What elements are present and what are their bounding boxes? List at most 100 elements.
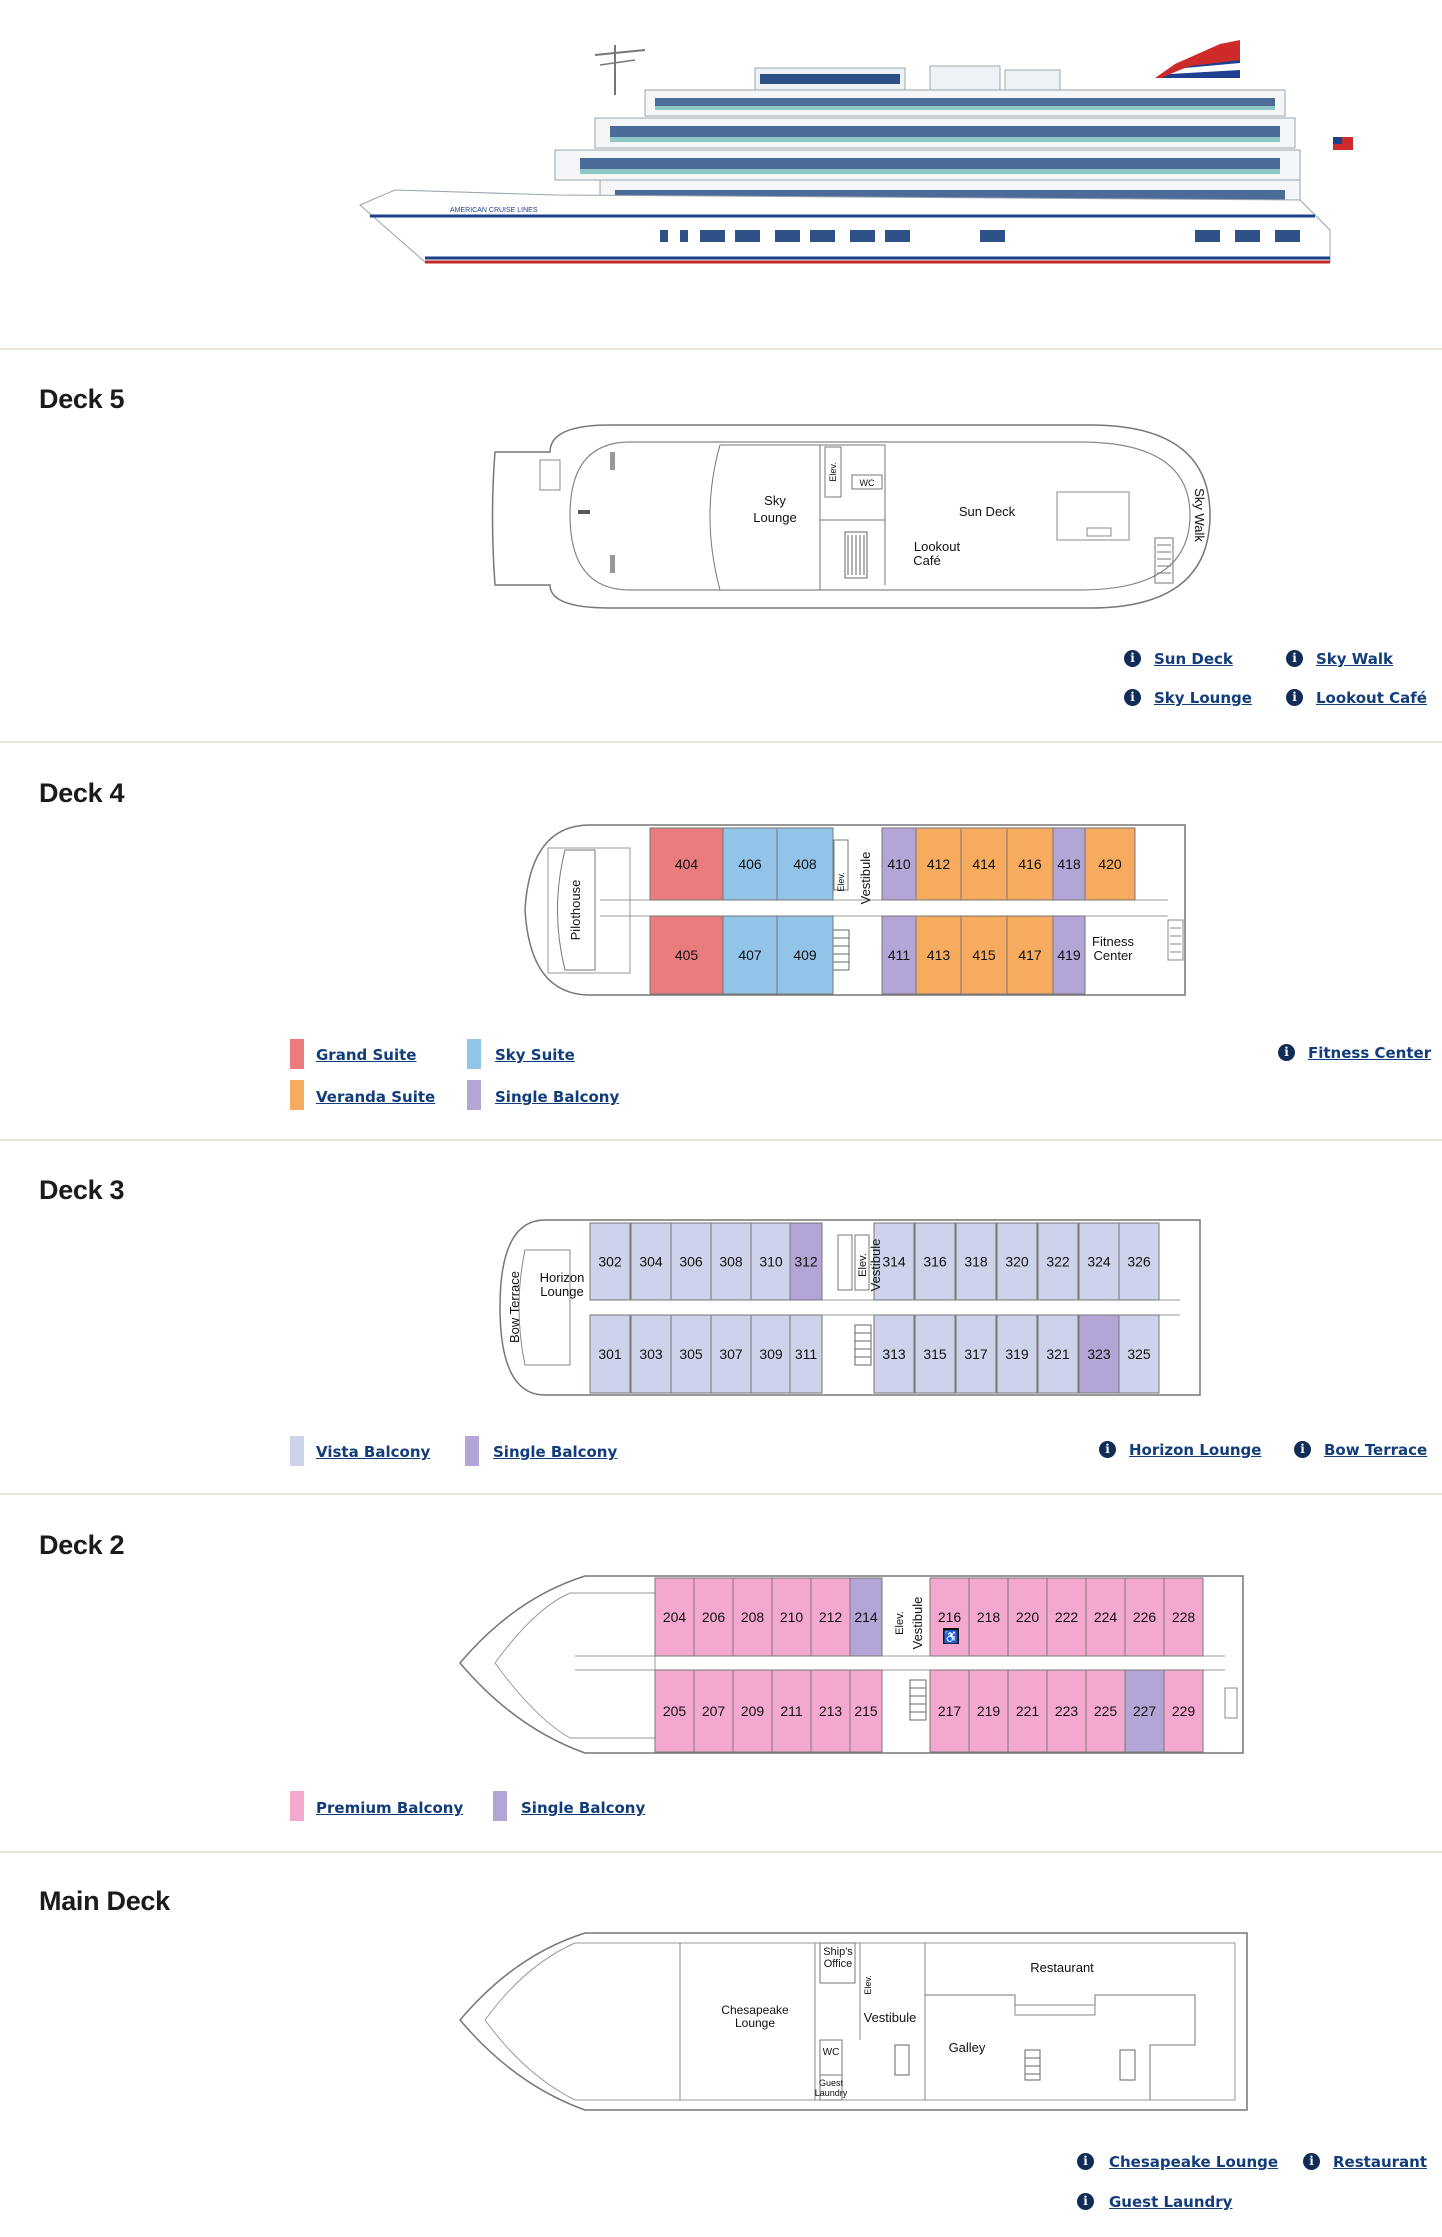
- legend-grand-suite[interactable]: Grand Suite: [316, 1046, 417, 1064]
- cabin-307-block: [710, 1314, 752, 1394]
- info-icon: i: [1077, 2153, 1094, 2170]
- info-icon: i: [1124, 689, 1141, 706]
- cabin-213-number: 213: [819, 1703, 843, 1719]
- cabin-219-number: 219: [977, 1703, 1001, 1719]
- legend-veranda-suite[interactable]: Veranda Suite: [316, 1088, 436, 1106]
- cabin-308-number: 308: [719, 1254, 743, 1270]
- link-chesapeake-lounge[interactable]: Chesapeake Lounge: [1109, 2153, 1279, 2171]
- cabin-321-number: 321: [1046, 1346, 1070, 1362]
- cabin-228-number: 228: [1172, 1609, 1196, 1625]
- sky-walk-label: Sky Walk: [1192, 488, 1207, 542]
- cabin-225-number: 225: [1094, 1703, 1118, 1719]
- cabin-311-number: 311: [795, 1346, 818, 1362]
- link-restaurant[interactable]: Restaurant: [1333, 2153, 1427, 2171]
- cabin-404-block: [649, 827, 724, 901]
- hull-name: AMERICAN CRUISE LINES: [450, 207, 538, 214]
- legend-vista-balcony[interactable]: Vista Balcony: [316, 1443, 431, 1461]
- cabin-322-number: 322: [1046, 1254, 1070, 1270]
- info-icon: i: [1077, 2193, 1094, 2210]
- deck5-elev-label: Elev.: [828, 462, 838, 481]
- cabin-322-block: [1037, 1222, 1079, 1301]
- divider: [0, 1493, 1442, 1495]
- info-icon: i: [1286, 650, 1303, 667]
- cabin-207-number: 207: [702, 1703, 726, 1719]
- legend-single-balcony[interactable]: Single Balcony: [495, 1088, 620, 1106]
- cabin-414-number: 414: [972, 856, 996, 872]
- legend-sky-suite[interactable]: Sky Suite: [495, 1046, 575, 1064]
- cabin-215-number: 215: [854, 1703, 878, 1719]
- deck4-elev-label: Elev.: [836, 872, 846, 891]
- cabin-224-number: 224: [1094, 1609, 1118, 1625]
- link-guest-laundry[interactable]: Guest Laundry: [1109, 2193, 1233, 2211]
- cabin-326-number: 326: [1127, 1254, 1151, 1270]
- cabin-303-number: 303: [639, 1346, 663, 1362]
- legend-single-balcony[interactable]: Single Balcony: [493, 1443, 618, 1461]
- accessible-icon: ♿: [944, 1630, 959, 1644]
- cabin-416-block: [1006, 827, 1054, 901]
- cabin-220-block: [1007, 1577, 1048, 1657]
- deck-3-title: Deck 3: [39, 1175, 125, 1205]
- ships-office-label-1: Ship's: [823, 1946, 853, 1958]
- cabin-319-block: [996, 1314, 1038, 1394]
- link-sun-deck[interactable]: Sun Deck: [1154, 650, 1233, 668]
- cabin-412-number: 412: [927, 856, 951, 872]
- cabin-318-number: 318: [964, 1254, 988, 1270]
- cabin-304-number: 304: [639, 1254, 663, 1270]
- cabin-420-block: [1084, 827, 1136, 901]
- link-fitness-center[interactable]: Fitness Center: [1308, 1044, 1432, 1062]
- link-sky-walk[interactable]: Sky Walk: [1316, 650, 1394, 668]
- link-lookout-cafe[interactable]: Lookout Café: [1316, 689, 1427, 707]
- legend-swatch-premium-balcony: [290, 1791, 304, 1821]
- cabin-312-block: [789, 1222, 823, 1301]
- cabin-305-number: 305: [679, 1346, 703, 1362]
- cabin-228-block: [1163, 1577, 1204, 1657]
- cabin-411-number: 411: [888, 947, 911, 963]
- sun-deck-label: Sun Deck: [959, 504, 1016, 519]
- fitness-label-2: Center: [1093, 948, 1133, 963]
- deck2-elev-label: Elev.: [894, 1611, 906, 1635]
- cabin-414-block: [960, 827, 1008, 901]
- cabin-316-block: [914, 1222, 956, 1301]
- cabin-417-block: [1006, 915, 1054, 995]
- cabin-229-number: 229: [1172, 1703, 1196, 1719]
- cabin-407-block: [722, 915, 778, 995]
- cabin-214-block: [849, 1577, 883, 1657]
- laundry-label-1: Guest: [819, 2078, 844, 2088]
- info-icon: i: [1294, 1441, 1311, 1458]
- cabin-320-block: [996, 1222, 1038, 1301]
- deck3-vestibule-label: Vestibule: [868, 1239, 883, 1292]
- divider: [0, 1851, 1442, 1853]
- cabin-221-number: 221: [1016, 1703, 1040, 1719]
- link-bow-terrace[interactable]: Bow Terrace: [1324, 1441, 1428, 1459]
- legend-premium-balcony[interactable]: Premium Balcony: [316, 1799, 464, 1817]
- cabin-229-block: [1163, 1669, 1204, 1753]
- link-sky-lounge[interactable]: Sky Lounge: [1154, 689, 1252, 707]
- legend-swatch-grand-suite: [290, 1039, 304, 1069]
- main-vestibule-label: Vestibule: [864, 2010, 917, 2025]
- cabin-306-number: 306: [679, 1254, 703, 1270]
- cabin-315-block: [914, 1314, 956, 1394]
- legend-swatch-single-balcony: [467, 1080, 481, 1110]
- cabin-301-block: [589, 1314, 631, 1394]
- cabin-212-block: [810, 1577, 851, 1657]
- info-icon: i: [1099, 1441, 1116, 1458]
- deck3-elev-label: Elev.: [857, 1253, 869, 1277]
- link-horizon-lounge[interactable]: Horizon Lounge: [1129, 1441, 1262, 1459]
- divider: [0, 348, 1442, 350]
- deck-5-title: Deck 5: [39, 384, 125, 414]
- cabin-213-block: [810, 1669, 851, 1753]
- cabin-408-block: [776, 827, 834, 901]
- cabin-302-block: [589, 1222, 631, 1301]
- cabin-301-number: 301: [598, 1346, 622, 1362]
- cabin-405-block: [649, 915, 724, 995]
- cabin-309-block: [750, 1314, 792, 1394]
- cabin-205-number: 205: [663, 1703, 687, 1719]
- legend-single-balcony[interactable]: Single Balcony: [521, 1799, 646, 1817]
- cabin-226-number: 226: [1133, 1609, 1157, 1625]
- cabin-205-block: [654, 1669, 695, 1753]
- cabin-217-block: [929, 1669, 970, 1753]
- cabin-226-block: [1124, 1577, 1165, 1657]
